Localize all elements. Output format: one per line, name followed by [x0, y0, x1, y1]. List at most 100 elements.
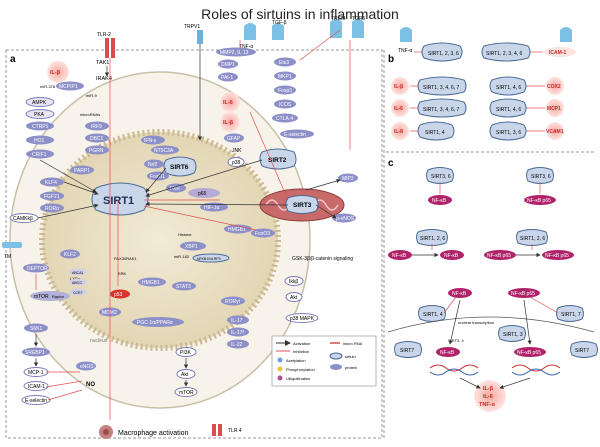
svg-text:XBP1: XBP1 — [185, 244, 198, 250]
macrophage-label: Macrophage activation — [118, 430, 189, 437]
left-protein-column: AMPK PKA CTRP1 HO1 CRIF1 — [25, 97, 55, 159]
svg-text:Foxp3: Foxp3 — [278, 88, 292, 94]
svg-text:FoxO1: FoxO1 — [150, 174, 165, 180]
il6-label: IL-6 — [223, 100, 233, 106]
panel-c-nuclear-membrane — [387, 316, 595, 333]
svg-text:TGR5: TGR5 — [352, 16, 366, 22]
svg-text:SIRT1, 3, 4, 6, 7: SIRT1, 3, 4, 6, 7 — [423, 85, 460, 91]
svg-text:IL-β: IL-β — [394, 84, 403, 90]
svg-text:S6K1: S6K1 — [30, 326, 42, 332]
svg-text:IL-17f: IL-17f — [231, 330, 244, 336]
irak4-label: IRAK4 — [96, 76, 112, 82]
stat3-node: STAT3 — [172, 281, 196, 291]
svg-text:SIRT3, 6: SIRT3, 6 — [431, 174, 451, 180]
svg-text:p-eNOS: p-eNOS — [336, 216, 355, 222]
pax-label: PAX3/IRAK1 — [114, 256, 137, 261]
svg-text:IFN-γ: IFN-γ — [144, 138, 157, 144]
deptor-node: DEPTOR — [23, 263, 49, 273]
svg-text:sirtuin: sirtuin — [345, 354, 356, 359]
svg-text:PGC-1α/PPARα: PGC-1α/PPARα — [137, 320, 173, 326]
svg-text:TNF-α: TNF-α — [239, 44, 253, 50]
svg-text:MCPIP1: MCPIP1 — [59, 84, 78, 90]
svg-text:SIRT1, 2, 6: SIRT1, 2, 6 — [420, 236, 445, 242]
pgc-node: PGC-1α/PPARα — [132, 317, 184, 327]
svg-text:SIRT7: SIRT7 — [400, 348, 414, 354]
svg-text:TM: TM — [4, 254, 11, 260]
svg-text:RORα: RORα — [45, 206, 59, 212]
svg-text:p38 MAPK: p38 MAPK — [290, 316, 315, 322]
p38mapk-node: p38 MAPK — [285, 313, 319, 323]
svg-text:TLR-2: TLR-2 — [97, 32, 111, 38]
il17-column: IL-17 IL-17f IL-22 — [227, 315, 249, 349]
trpv1-receptor: TRPV1 — [184, 24, 203, 44]
svg-text:SIRT1, 4: SIRT1, 4 — [423, 312, 443, 318]
svg-text:SIRT1, 7: SIRT1, 7 — [561, 312, 581, 318]
svg-text:SIRT1, 4, 6: SIRT1, 4, 6 — [496, 85, 521, 91]
sirt1-node — [91, 182, 149, 216]
svg-text:mTOR: mTOR — [179, 390, 194, 396]
svg-text:Acetylation: Acetylation — [286, 358, 306, 363]
sirt3-node — [285, 195, 319, 214]
tgr5-receptor: TGR5 — [352, 16, 366, 38]
svg-text:E-selectin: E-selectin — [284, 132, 306, 138]
svg-text:SIRT1, 2, 6: SIRT1, 2, 6 — [520, 236, 545, 242]
mir182-label: miR-182 — [174, 254, 190, 259]
il1b-blob — [47, 61, 69, 83]
sirt3-label: SIRT3 — [293, 202, 312, 209]
sirt2-label: SIRT2 — [268, 157, 287, 164]
svg-text:E-selectin: E-selectin — [25, 398, 47, 404]
il1b-inner-label: IL-β — [223, 120, 234, 126]
svg-text:TREM: TREM — [331, 16, 345, 22]
svg-text:ABCG: ABCG — [72, 281, 82, 285]
svg-text:protein: protein — [345, 365, 357, 370]
tm-receptor: TM — [2, 242, 22, 260]
mcpip1-node: MCPIP1 — [56, 81, 84, 91]
right-column-targets: Ets3 MKP1 Foxp3 ICOS CTLA-4 E-selectin — [272, 57, 314, 139]
svg-text:TRPV1: TRPV1 — [184, 24, 200, 30]
svg-text:NF-κB p65: NF-κB p65 — [527, 198, 551, 204]
tgfb-receptor: TGF-β — [272, 20, 287, 40]
svg-text:PGRN: PGRN — [89, 148, 104, 154]
svg-text:IL-6: IL-6 — [483, 394, 493, 400]
pi3k-akt-mtor: PI3K Akt mTOR — [174, 347, 198, 397]
svg-text:DMP1: DMP1 — [221, 62, 235, 68]
svg-text:NF-κB p65: NF-κB p65 — [545, 253, 569, 259]
il1b-label: IL-β — [50, 70, 61, 76]
ctrp1-label: CTRP1 — [32, 124, 49, 130]
svg-text:NF-κB: NF-κB — [452, 291, 467, 297]
trem-receptor: TREM — [330, 16, 345, 38]
svg-text:eNOS: eNOS — [80, 364, 94, 370]
sirt6-label: SIRT6 — [170, 164, 189, 171]
svg-text:ICOS: ICOS — [279, 102, 292, 108]
svg-text:Akt: Akt — [290, 295, 298, 301]
figure-title: Roles of sirtuins in inflammation — [201, 6, 399, 22]
panel-c-arrows — [412, 252, 541, 389]
parp1-node: PARP1 — [70, 165, 94, 175]
svg-text:SIRT1, 2, 3, 4, 6: SIRT1, 2, 3, 4, 6 — [486, 51, 523, 57]
mid-column: IRF9 DBC1 PGRN — [85, 121, 109, 155]
panel-a-label: a — [10, 54, 16, 65]
panel-b-receptors: TNF-α — [398, 27, 572, 54]
legend: Activation Inhibition Acetylation Phosph… — [271, 335, 377, 387]
svg-text:Akt: Akt — [181, 372, 189, 378]
camk-node: CAMKkβ — [9, 213, 39, 223]
p38-node: p38 — [227, 157, 245, 167]
svg-text:CTLA-4: CTLA-4 — [276, 116, 293, 122]
svg-text:FXR: FXR — [170, 186, 180, 192]
nucleus-proteins: IFN-γ NT5C3A Nrf2 FoxO1 FXR p65 HIF-1α X… — [110, 135, 252, 299]
microrna-label: microRNAs — [80, 112, 100, 117]
svg-text:NF-κB: NF-κB — [440, 350, 455, 356]
panel-a-border — [5, 49, 383, 439]
svg-text:SIRT1, 3, 4, 6, 7: SIRT1, 3, 4, 6, 7 — [423, 107, 460, 113]
svg-text:CAMKkβ: CAMKkβ — [13, 216, 33, 222]
pka-label: PKA — [34, 112, 45, 118]
svg-text:NF-κB p65: NF-κB p65 — [517, 350, 541, 356]
mir9-label: miR-9 — [86, 93, 97, 98]
svg-text:SIRT1, 3: SIRT1, 3 — [503, 332, 523, 338]
svg-text:KLF2: KLF2 — [64, 252, 76, 258]
svg-text:NF-κB p65: NF-κB p65 — [511, 291, 535, 297]
klf2-node: KLF2 — [60, 249, 80, 259]
svg-text:MDM2: MDM2 — [102, 310, 117, 316]
svg-text:SIRT1, 2, 3, 6: SIRT1, 2, 3, 6 — [428, 51, 459, 57]
no-label: NO — [86, 382, 95, 388]
